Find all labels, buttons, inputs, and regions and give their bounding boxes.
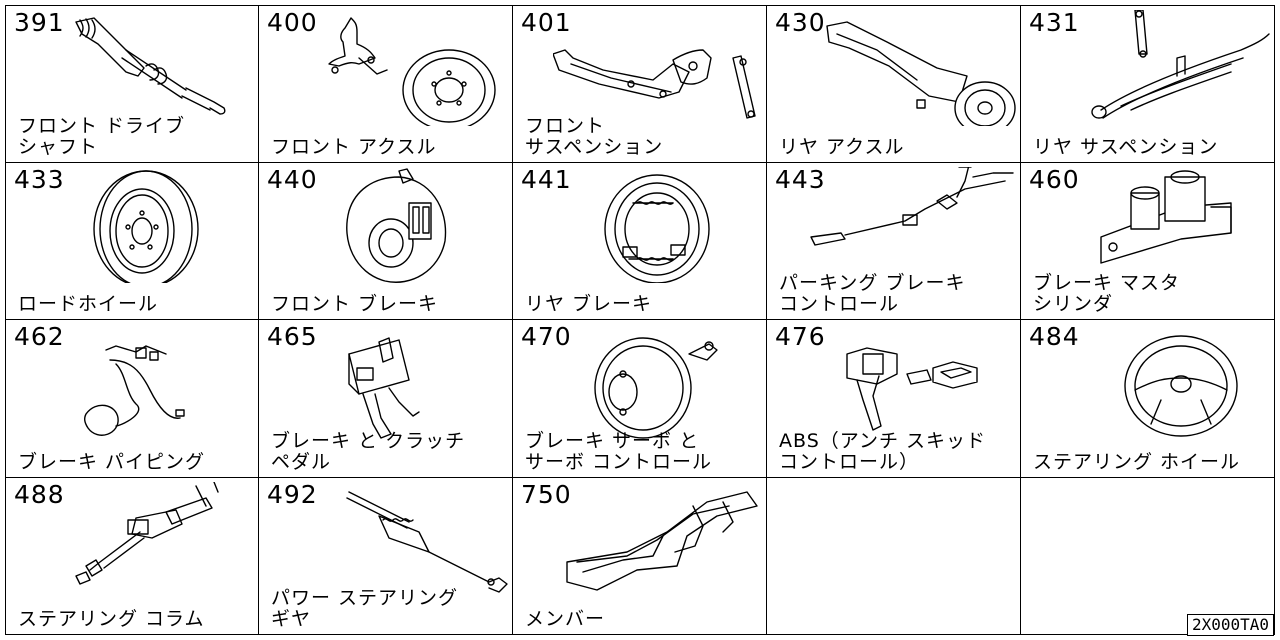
part-cell-443[interactable]: 443 パーキング ブレーキ コントロール xyxy=(767,162,1021,320)
empty-cell xyxy=(767,477,1021,635)
part-number: 391 xyxy=(14,8,65,37)
part-number: 465 xyxy=(267,322,318,351)
part-label: パワー ステアリング ギヤ xyxy=(271,587,459,630)
servo-icon xyxy=(553,324,766,440)
steering-column-icon xyxy=(46,480,258,598)
part-cell-492[interactable]: 492 パワー ステアリング ギヤ xyxy=(259,477,513,635)
part-label: ステアリング コラム xyxy=(18,608,205,630)
part-cell-488[interactable]: 488 ステアリング コラム xyxy=(5,477,259,635)
leaf-spring-icon xyxy=(1061,9,1274,126)
part-cell-484[interactable]: 484 ステアリング ホイール xyxy=(1021,320,1275,478)
drum-brake-icon xyxy=(553,167,766,284)
part-cell-460[interactable]: 460 ブレーキ マスタ シリンダ xyxy=(1021,162,1275,320)
part-number: 430 xyxy=(775,8,826,37)
part-number: 476 xyxy=(775,322,826,351)
part-cell-440[interactable]: 440 フロント ブレーキ xyxy=(259,162,513,320)
part-number: 443 xyxy=(775,164,826,194)
part-number: 470 xyxy=(521,322,572,351)
part-label: フロント ブレーキ xyxy=(271,293,439,315)
part-cell-430[interactable]: 430 リヤ アクスル xyxy=(767,5,1021,163)
rear-axle-icon xyxy=(807,10,1020,135)
part-cell-750[interactable]: 750 メンバー xyxy=(513,477,767,635)
part-number: 484 xyxy=(1029,322,1080,351)
part-cell-441[interactable]: 441 リヤ ブレーキ xyxy=(513,162,767,320)
empty-cell xyxy=(1021,477,1275,635)
part-label: ステアリング ホイール xyxy=(1033,450,1241,473)
part-cell-401[interactable]: 401 フロント サスペンション xyxy=(513,5,767,163)
part-label: ブレーキ サーボ と サーボ コントロール xyxy=(525,429,713,473)
pedal-icon xyxy=(299,324,512,440)
part-number: 462 xyxy=(14,322,65,351)
part-label: ブレーキ パイピング xyxy=(18,450,206,473)
part-label: フロント ドライブ シャフト xyxy=(18,114,186,158)
parking-cable-icon xyxy=(807,163,1020,283)
part-number: 401 xyxy=(521,8,572,37)
brake-piping-icon xyxy=(46,324,258,440)
part-number: 460 xyxy=(1029,164,1080,194)
part-cell-400[interactable]: 400 フロント アクスル xyxy=(259,5,513,163)
disc-brake-icon xyxy=(299,167,512,283)
part-cell-465[interactable]: 465 ブレーキ と クラッチ ペダル xyxy=(259,320,513,478)
drive-shaft-icon xyxy=(46,10,258,126)
part-cell-431[interactable]: 431 リヤ サスペンション xyxy=(1021,5,1275,163)
master-cylinder-icon xyxy=(1061,167,1274,283)
part-number: 433 xyxy=(14,164,65,194)
part-label: ABS（アンチ スキッド コントロール） xyxy=(779,429,987,473)
part-number: 440 xyxy=(267,164,318,194)
part-number: 492 xyxy=(267,479,318,509)
part-number: 441 xyxy=(521,164,572,194)
frame-member-icon xyxy=(553,482,766,598)
suspension-arm-icon xyxy=(552,10,766,126)
part-label: メンバー xyxy=(525,608,606,630)
part-label: フロント アクスル xyxy=(271,135,437,158)
part-cell-391[interactable]: 391 フロント ドライブ シャフト xyxy=(5,5,259,163)
part-number: 750 xyxy=(521,479,572,509)
part-cell-476[interactable]: 476 ABS（アンチ スキッド コントロール） xyxy=(767,320,1021,478)
part-cell-470[interactable]: 470 ブレーキ サーボ と サーボ コントロール xyxy=(513,320,767,478)
part-number: 488 xyxy=(14,479,65,509)
steering-wheel-icon xyxy=(1061,324,1274,440)
axle-drum-icon xyxy=(299,10,512,131)
part-cell-462[interactable]: 462 ブレーキ パイピング xyxy=(5,320,259,478)
part-label: ブレーキ マスタ シリンダ xyxy=(1033,272,1181,315)
part-number: 431 xyxy=(1029,8,1080,37)
part-label: リヤ サスペンション xyxy=(1033,135,1219,158)
page-code: 2X000TA0 xyxy=(1186,614,1274,636)
part-label: ロードホイール xyxy=(18,293,159,315)
part-label: リヤ ブレーキ xyxy=(525,293,653,315)
part-number: 400 xyxy=(267,8,318,37)
part-label: フロント サスペンション xyxy=(525,114,664,158)
part-label: ブレーキ と クラッチ ペダル xyxy=(271,429,466,473)
steering-gear-icon xyxy=(299,482,512,598)
wheel-icon xyxy=(46,167,258,288)
abs-unit-icon xyxy=(807,324,1020,440)
part-cell-433[interactable]: 433 ロードホイール xyxy=(5,162,259,320)
part-label: パーキング ブレーキ コントロール xyxy=(779,272,966,315)
part-label: リヤ アクスル xyxy=(779,135,905,158)
